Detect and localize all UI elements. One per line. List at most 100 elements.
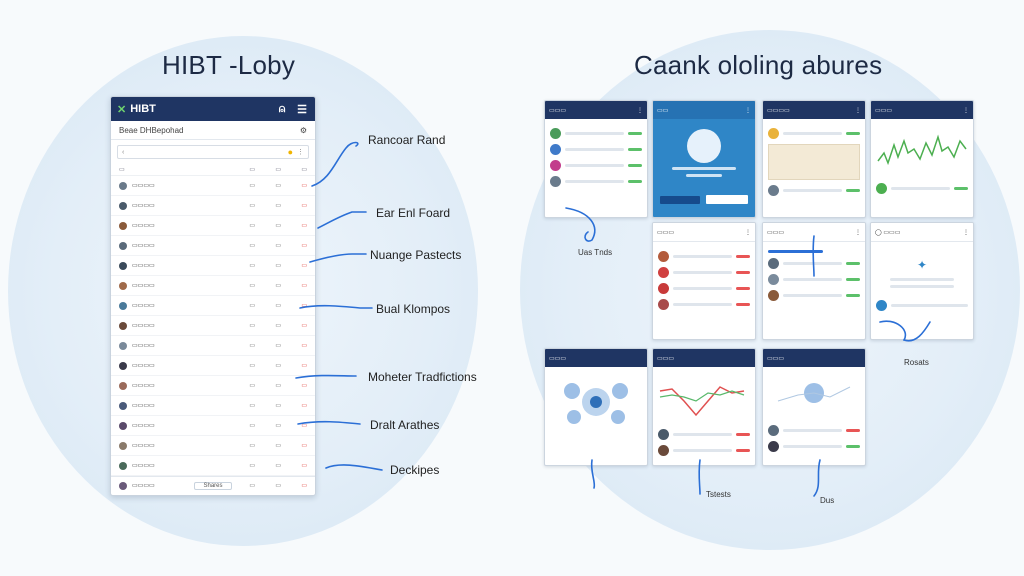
back-chevron-icon: ‹ (122, 148, 125, 156)
row-name: ▭▭▭▭ (132, 263, 155, 269)
annotation-label: Ear Enl Foard (376, 206, 451, 220)
row-value: ▭ (275, 483, 281, 489)
row-name: ▭▭▭▭ (132, 463, 155, 469)
screen-card-list: ▭▭▭⋮ (544, 100, 648, 218)
row-value: ▭ (275, 403, 281, 409)
row-name: ▭▭▭▭ (132, 443, 155, 449)
row-value: ▭ (275, 363, 281, 369)
phone-subtitle: Beae DHBepohad (119, 125, 184, 135)
table-row[interactable]: ▭▭▭▭▭▭▭ (111, 436, 315, 456)
row-value: ▭ (249, 203, 255, 209)
table-row[interactable]: ▭▭▭▭▭▭▭ (111, 196, 315, 216)
row-name: ▭▭▭▭ (132, 183, 155, 189)
table-row[interactable]: ▭▭▭▭▭▭▭ (111, 316, 315, 336)
screen-card-network: ▭▭▭ (544, 348, 648, 466)
row-name: ▭▭▭▭ (132, 283, 155, 289)
phone-subheader: Beae DHBepohad ⚙ (111, 121, 315, 140)
avatar (119, 341, 127, 350)
row-value: ▭ (275, 183, 281, 189)
annotation-small: Rosats (904, 358, 929, 367)
table-row[interactable]: ▭▭▭▭▭▭▭ (111, 376, 315, 396)
bell-icon[interactable]: ● (287, 147, 293, 157)
table-row[interactable]: ▭▭▭▭▭▭▭ (111, 396, 315, 416)
row-value: ▭ (249, 223, 255, 229)
screen-card-profile: ▭▭⋮ (652, 100, 756, 218)
row-value: ▭ (249, 343, 255, 349)
row-value: ▭ (301, 423, 307, 429)
row-value: ▭ (301, 403, 307, 409)
badge-icon: ✦ (916, 258, 928, 272)
annotation-small: Tstests (706, 490, 731, 499)
header-col-2: ▭ (249, 167, 255, 173)
table-row[interactable]: ▭▭▭▭▭▭▭ (111, 256, 315, 276)
row-value: ▭ (275, 443, 281, 449)
row-value: ▭ (249, 183, 255, 189)
lobby-title: HIBT -Loby (162, 50, 296, 80)
row-value: ▭ (249, 483, 255, 489)
avatar (119, 281, 127, 290)
row-value: ▭ (249, 303, 255, 309)
table-row[interactable]: ▭▭▭▭▭▭▭ (111, 236, 315, 256)
lobby-phone-mockup: ✕ HIBT ⍝ ☰ Beae DHBepohad ⚙ ‹ ● ⋮ ▭ ▭ ▭ … (110, 96, 316, 496)
avatar (119, 241, 127, 250)
network-graph (564, 383, 628, 424)
table-row[interactable]: ▭▭▭▭▭▭▭ (111, 216, 315, 236)
row-value: ▭ (249, 443, 255, 449)
player-list: ▭▭▭▭▭▭▭▭▭▭▭▭▭▭▭▭▭▭▭▭▭▭▭▭▭▭▭▭▭▭▭▭▭▭▭▭▭▭▭▭… (111, 176, 315, 495)
user-icon[interactable]: ⍝ (278, 102, 286, 115)
row-value: ▭ (301, 263, 307, 269)
row-value: ▭ (249, 463, 255, 469)
phone-header: ✕ HIBT ⍝ ☰ (111, 97, 315, 121)
avatar (119, 321, 127, 330)
header-col-1: ▭ (119, 167, 125, 173)
brand-logo-icon: ✕ (117, 103, 127, 116)
avatar (119, 221, 127, 230)
row-value: ▭ (301, 343, 307, 349)
more-icon[interactable]: ⋮ (297, 149, 304, 156)
row-value: ▭ (301, 183, 307, 189)
avatar (119, 261, 127, 270)
table-row[interactable]: ▭▭▭▭▭▭▭ (111, 456, 315, 476)
row-value: ▭ (301, 223, 307, 229)
table-row[interactable]: ▭▭▭▭▭▭▭ (111, 176, 315, 196)
row-name: ▭▭▭▭ (132, 423, 155, 429)
table-row[interactable]: ▭▭▭▭▭▭▭ (111, 336, 315, 356)
row-value: ▭ (249, 323, 255, 329)
row-value: ▭ (275, 323, 281, 329)
annotation-small: Dus (820, 496, 835, 505)
search-input[interactable]: ‹ ● ⋮ (117, 145, 309, 159)
row-value: ▭ (249, 283, 255, 289)
row-value: ▭ (275, 463, 281, 469)
table-row[interactable]: ▭▭▭▭▭▭▭ (111, 296, 315, 316)
row-value: ▭ (301, 383, 307, 389)
row-value: ▭ (249, 363, 255, 369)
avatar (119, 181, 127, 190)
row-name: ▭▭▭▭ (132, 383, 155, 389)
menu-icon[interactable]: ☰ (297, 103, 307, 116)
row-value: ▭ (301, 283, 307, 289)
annotation-label: Rancoar Rand (368, 133, 446, 147)
trend-chart (659, 386, 745, 417)
screen-card-chart: ▭▭▭⋮ (870, 100, 974, 218)
table-row[interactable]: ▭▭▭▭▭▭▭ (111, 416, 315, 436)
row-value: ▭ (275, 223, 281, 229)
row-name: ▭▭▭▭ (132, 363, 155, 369)
row-value: ▭ (275, 243, 281, 249)
footer-button[interactable]: Shares (194, 482, 232, 490)
row-value: ▭ (301, 443, 307, 449)
cards-title: Caank ololing abures (634, 50, 883, 80)
row-value: ▭ (301, 463, 307, 469)
filter-icon[interactable]: ⚙ (299, 125, 307, 135)
row-name: ▭▭▭▭ (132, 403, 155, 409)
row-value: ▭ (275, 383, 281, 389)
row-value: ▭ (301, 243, 307, 249)
annotation-label: Dralt Arathes (370, 418, 440, 432)
row-name: ▭▭▭▭ (132, 203, 155, 209)
table-row[interactable]: ▭▭▭▭▭▭▭ (111, 476, 315, 495)
table-row[interactable]: ▭▭▭▭▭▭▭ (111, 356, 315, 376)
table-row[interactable]: ▭▭▭▭▭▭▭ (111, 276, 315, 296)
avatar (119, 401, 127, 410)
row-value: ▭ (275, 263, 281, 269)
avatar (119, 381, 127, 390)
avatar (119, 361, 127, 370)
